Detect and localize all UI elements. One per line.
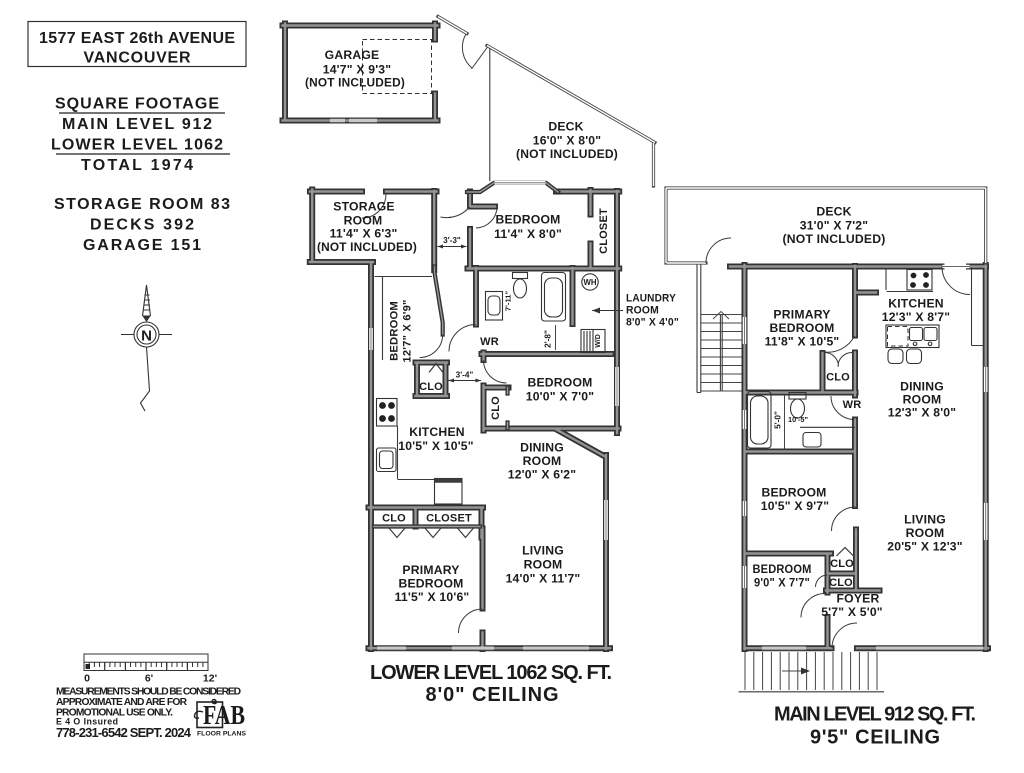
svg-text:PROMOTIONAL USE ONLY.: PROMOTIONAL USE ONLY. — [56, 708, 173, 719]
svg-text:10'0" X 7'0": 10'0" X 7'0" — [526, 390, 595, 404]
svg-text:11'4" X 8'0": 11'4" X 8'0" — [494, 227, 562, 241]
svg-text:10'5" X 10'5": 10'5" X 10'5" — [398, 439, 474, 453]
svg-text:ROOM: ROOM — [906, 526, 945, 540]
svg-text:3'-3": 3'-3" — [443, 236, 461, 245]
svg-text:FAB: FAB — [203, 700, 245, 730]
svg-text:STORAGE: STORAGE — [333, 200, 394, 214]
svg-text:DINING: DINING — [520, 441, 564, 455]
svg-text:LIVING: LIVING — [522, 544, 564, 558]
svg-text:KITCHEN: KITCHEN — [409, 425, 465, 439]
svg-text:ROOM: ROOM — [524, 558, 563, 572]
svg-text:CLO: CLO — [419, 381, 443, 393]
svg-text:ROOM: ROOM — [523, 454, 562, 468]
svg-text:BEDROOM: BEDROOM — [389, 301, 401, 361]
svg-text:10'5" X 9'7": 10'5" X 9'7" — [761, 499, 830, 513]
svg-text:FOYER: FOYER — [837, 592, 880, 606]
svg-text:8'0" X 4'0": 8'0" X 4'0" — [626, 317, 679, 329]
svg-text:TOTAL 1974: TOTAL 1974 — [81, 157, 193, 174]
svg-text:LOWER LEVEL 1062 SQ. FT.: LOWER LEVEL 1062 SQ. FT. — [370, 662, 612, 684]
svg-text:CLOSET: CLOSET — [598, 208, 610, 254]
svg-text:LAUNDRY: LAUNDRY — [626, 293, 676, 305]
svg-text:BEDROOM: BEDROOM — [495, 213, 560, 227]
svg-text:BEDROOM: BEDROOM — [527, 376, 592, 390]
svg-text:BEDROOM: BEDROOM — [761, 486, 826, 500]
svg-text:MAIN LEVEL 912 SQ. FT.: MAIN LEVEL 912 SQ. FT. — [774, 704, 976, 726]
svg-text:BEDROOM: BEDROOM — [398, 577, 463, 591]
svg-text:PRIMARY: PRIMARY — [773, 308, 830, 322]
svg-text:W/D: W/D — [595, 334, 602, 348]
svg-text:DINING: DINING — [900, 380, 944, 394]
svg-text:11'4" X 6'3": 11'4" X 6'3" — [330, 227, 398, 241]
svg-text:GARAGE: GARAGE — [325, 48, 380, 62]
svg-text:CLO: CLO — [829, 577, 853, 589]
svg-text:8'0" CEILING: 8'0" CEILING — [426, 684, 559, 706]
svg-text:FLOOR PLANS: FLOOR PLANS — [197, 731, 247, 738]
svg-text:(NOT INCLUDED): (NOT INCLUDED) — [317, 240, 417, 254]
svg-text:BEDROOM: BEDROOM — [753, 562, 812, 576]
svg-text:(NOT INCLUDED): (NOT INCLUDED) — [305, 76, 405, 90]
svg-text:12': 12' — [203, 673, 217, 685]
svg-text:MEASUREMENTS SHOULD BE CONSIDE: MEASUREMENTS SHOULD BE CONSIDERED — [56, 687, 241, 698]
svg-text:5'-0": 5'-0" — [774, 411, 783, 429]
svg-text:CLO: CLO — [830, 558, 854, 570]
svg-text:6': 6' — [145, 673, 153, 685]
svg-text:11'5" X 10'6": 11'5" X 10'6" — [395, 590, 470, 604]
svg-text:ROOM: ROOM — [903, 393, 942, 407]
svg-text:ROOM: ROOM — [344, 214, 383, 228]
svg-text:DECK: DECK — [548, 120, 583, 134]
svg-text:E 4 O Insured: E 4 O Insured — [56, 717, 118, 727]
svg-text:1577 EAST 26th AVENUE: 1577 EAST 26th AVENUE — [39, 30, 235, 47]
svg-text:VANCOUVER: VANCOUVER — [84, 50, 191, 67]
svg-text:12'3" X 8'7": 12'3" X 8'7" — [882, 310, 951, 324]
svg-text:14'0" X 11'7": 14'0" X 11'7" — [506, 572, 581, 586]
svg-text:CLOSET: CLOSET — [426, 513, 472, 525]
svg-text:0: 0 — [84, 673, 90, 685]
svg-text:778-231-6542 SEPT. 2024: 778-231-6542 SEPT. 2024 — [56, 725, 192, 740]
svg-text:12'7" X 6'9": 12'7" X 6'9" — [402, 299, 414, 362]
svg-text:LOWER LEVEL 1062: LOWER LEVEL 1062 — [51, 137, 223, 154]
svg-text:DECK: DECK — [816, 205, 851, 219]
svg-text:12'0" X 6'2": 12'0" X 6'2" — [508, 468, 577, 482]
svg-text:9'0" X 7'7": 9'0" X 7'7" — [754, 576, 810, 590]
svg-text:2'-8": 2'-8" — [544, 330, 553, 348]
svg-text:MAIN LEVEL 912: MAIN LEVEL 912 — [62, 116, 212, 133]
svg-text:16'0" X 8'0": 16'0" X 8'0" — [533, 134, 602, 148]
svg-text:CLO: CLO — [490, 396, 502, 420]
svg-text:7'-11": 7'-11" — [504, 291, 513, 312]
svg-text:GARAGE 151: GARAGE 151 — [83, 237, 201, 254]
svg-text:LIVING: LIVING — [904, 513, 946, 527]
svg-text:14'7" X 9'3": 14'7" X 9'3" — [323, 63, 392, 77]
svg-text:CLO: CLO — [382, 513, 406, 525]
svg-text:12'3" X 8'0": 12'3" X 8'0" — [888, 406, 957, 420]
svg-text:KITCHEN: KITCHEN — [888, 297, 944, 311]
svg-text:APPROXIMATE AND ARE FOR: APPROXIMATE AND ARE FOR — [56, 697, 188, 708]
svg-text:WH: WH — [584, 278, 597, 287]
svg-text:CLO: CLO — [826, 372, 850, 384]
svg-text:ROOM: ROOM — [626, 305, 659, 317]
svg-text:PRIMARY: PRIMARY — [402, 563, 459, 577]
svg-text:WR: WR — [843, 399, 862, 411]
svg-text:10'-5": 10'-5" — [788, 415, 809, 424]
svg-text:31'0" X 7'2": 31'0" X 7'2" — [800, 219, 869, 233]
svg-text:SQUARE FOOTAGE: SQUARE FOOTAGE — [55, 96, 219, 113]
svg-text:N: N — [141, 328, 152, 345]
svg-text:11'8" X 10'5": 11'8" X 10'5" — [765, 335, 840, 349]
svg-text:BEDROOM: BEDROOM — [769, 321, 834, 335]
svg-text:3'-4": 3'-4" — [456, 371, 474, 380]
svg-text:5'7" X 5'0": 5'7" X 5'0" — [821, 605, 883, 619]
svg-text:(NOT INCLUDED): (NOT INCLUDED) — [783, 232, 886, 246]
svg-text:(NOT INCLUDED): (NOT INCLUDED) — [516, 147, 618, 161]
svg-text:WR: WR — [480, 336, 499, 348]
svg-text:20'5" X 12'3": 20'5" X 12'3" — [887, 540, 963, 554]
svg-text:9'5" CEILING: 9'5" CEILING — [810, 727, 940, 749]
